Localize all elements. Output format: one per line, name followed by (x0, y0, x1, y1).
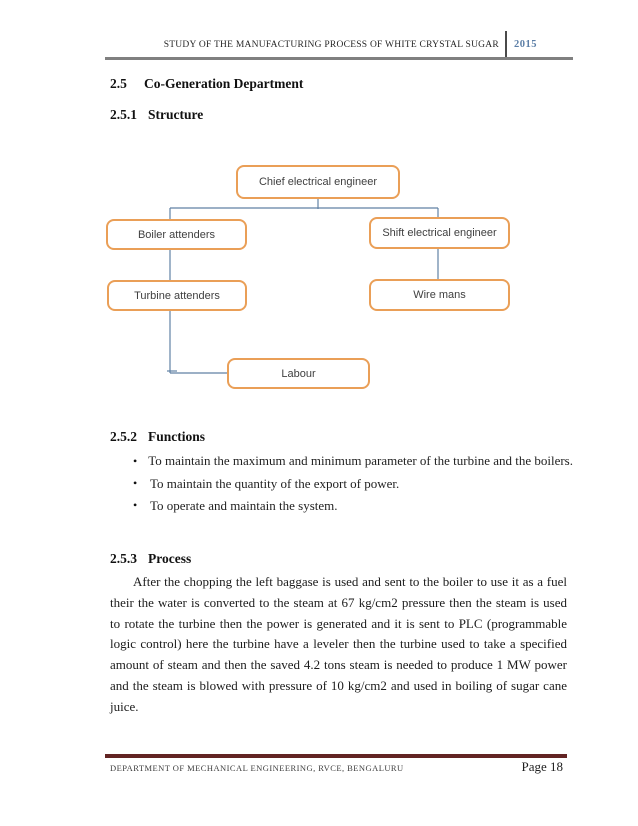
section-title: Process (148, 551, 192, 566)
box-label: Chief electrical engineer (258, 176, 377, 188)
paragraph-line: logic control) here the turbine have a l… (110, 636, 567, 652)
chart-box-shift-electrical-engineer: Shift electrical engineer (369, 217, 510, 249)
functions-bullet-list: • To maintain the maximum and minimum pa… (133, 450, 573, 517)
paragraph-line: their the water is converted to the stea… (110, 594, 567, 610)
bullet-item: • To operate and maintain the system. (133, 495, 573, 517)
paragraph-line: amount of steam and then the saved 4.2 t… (110, 657, 567, 673)
bullet-text: To maintain the maximum and minimum para… (148, 453, 573, 469)
bullet-text: To operate and maintain the system. (150, 497, 338, 513)
section-number: 2.5.2 (110, 429, 137, 444)
header-separator (505, 31, 507, 58)
box-label: Wire mans (413, 289, 466, 301)
box-label: Labour (281, 367, 316, 380)
bullet-marker: • (133, 453, 138, 468)
box-label: Shift electrical engineer (382, 227, 497, 239)
chart-box-wire-mans: Wire mans (369, 279, 510, 311)
footer-department: DEPARTMENT OF MECHANICAL ENGINEERING, RV… (110, 763, 404, 773)
chart-box-turbine-attenders: Turbine attenders (107, 280, 247, 311)
section-title: Structure (148, 107, 204, 122)
paragraph-line: juice. (110, 698, 139, 714)
section-heading-process: 2.5.3 Process (110, 551, 191, 567)
section-title: Co-Generation Department (144, 76, 304, 91)
paragraph-line: After the chopping the left baggase is u… (133, 574, 567, 589)
chart-box-boiler-attenders: Boiler attenders (106, 219, 247, 250)
page-footer: DEPARTMENT OF MECHANICAL ENGINEERING, RV… (110, 759, 563, 775)
section-number: 2.5.1 (110, 107, 137, 122)
process-paragraph: After the chopping the left baggase is u… (110, 572, 567, 718)
chart-box-labour: Labour (227, 358, 370, 389)
section-title: Functions (148, 429, 206, 444)
section-number: 2.5 (110, 76, 127, 91)
header-title: STUDY OF THE MANUFACTURING PROCESS OF WH… (163, 39, 499, 50)
header-rule (105, 57, 573, 60)
section-heading-functions: 2.5.2 Functions (110, 429, 205, 445)
section-heading-cogeneration: 2.5 Co-Generation Department (110, 76, 303, 92)
bullet-text: To maintain the quantity of the export o… (150, 475, 400, 491)
footer-page-number: Page 18 (521, 759, 563, 774)
paragraph-line: to rotate the turbine then the power is … (110, 615, 567, 631)
section-heading-structure: 2.5.1 Structure (110, 107, 203, 123)
box-label: Boiler attenders (137, 228, 216, 241)
footer-rule (105, 754, 567, 758)
bullet-marker: • (133, 498, 138, 513)
header-year-badge: 2015 (514, 39, 537, 50)
chart-box-chief-electrical-engineer: Chief electrical engineer (236, 165, 400, 199)
box-label: Turbine attenders (134, 289, 220, 302)
bullet-item: • To maintain the quantity of the export… (133, 472, 573, 494)
bullet-marker: • (133, 476, 138, 491)
bullet-item: • To maintain the maximum and minimum pa… (133, 450, 573, 472)
page-header: STUDY OF THE MANUFACTURING PROCESS OF WH… (105, 31, 573, 58)
section-number: 2.5.3 (110, 551, 137, 566)
paragraph-line: and the steam is blowed with pressure of… (110, 677, 567, 693)
